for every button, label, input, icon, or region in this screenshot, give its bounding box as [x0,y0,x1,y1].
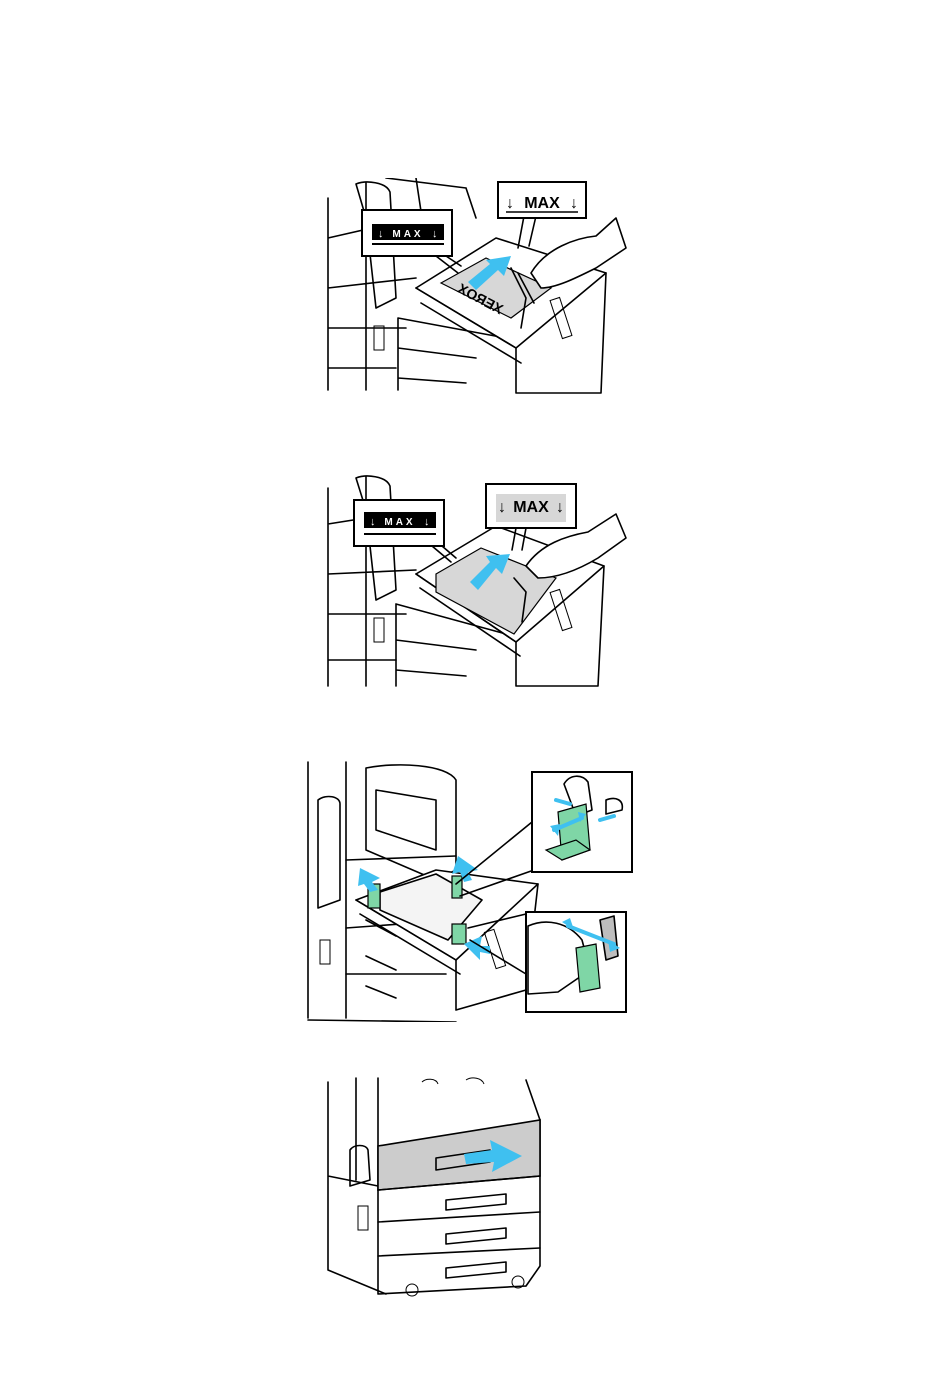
max-line-callout-right: MAX ↓ ↓ [498,182,586,218]
figure-load-paper-max-line: XEROX MAX ↓ ↓ MAX ↓ ↓ [326,178,632,398]
down-arrow-icon: ↓ [432,228,438,240]
figure-3-illustration [306,760,636,1022]
max-label-left: MAX [384,517,415,528]
down-arrow-icon: ↓ [506,195,514,212]
paper-guide-front [452,924,466,944]
figure-load-paper-below-max: MAX ↓ ↓ MAX ↓ ↓ [326,474,632,690]
down-arrow-icon: ↓ [498,499,506,516]
max-line-callout-left: MAX ↓ ↓ [362,210,452,256]
max-label-left: MAX [392,229,423,240]
figure-2-illustration: MAX ↓ ↓ MAX ↓ ↓ [326,474,632,690]
move-guide-arrow-icon [358,868,380,892]
figure-1-illustration: XEROX MAX ↓ ↓ MAX ↓ ↓ [326,178,632,398]
figure-4-illustration [326,1076,544,1298]
zoom-inset-side-guide [526,912,626,1012]
max-label-right: MAX [513,499,549,516]
down-arrow-icon: ↓ [570,195,578,212]
figure-adjust-paper-guides [306,760,636,1022]
figure-close-tray [326,1076,544,1298]
down-arrow-icon: ↓ [424,516,430,528]
zoom-inset-rear-guide [532,772,632,872]
max-line-callout-right: MAX ↓ ↓ [486,484,576,528]
down-arrow-icon: ↓ [370,516,376,528]
max-label-right: MAX [524,195,560,212]
max-line-callout-left: MAX ↓ ↓ [354,500,444,546]
down-arrow-icon: ↓ [556,499,564,516]
down-arrow-icon: ↓ [378,228,384,240]
